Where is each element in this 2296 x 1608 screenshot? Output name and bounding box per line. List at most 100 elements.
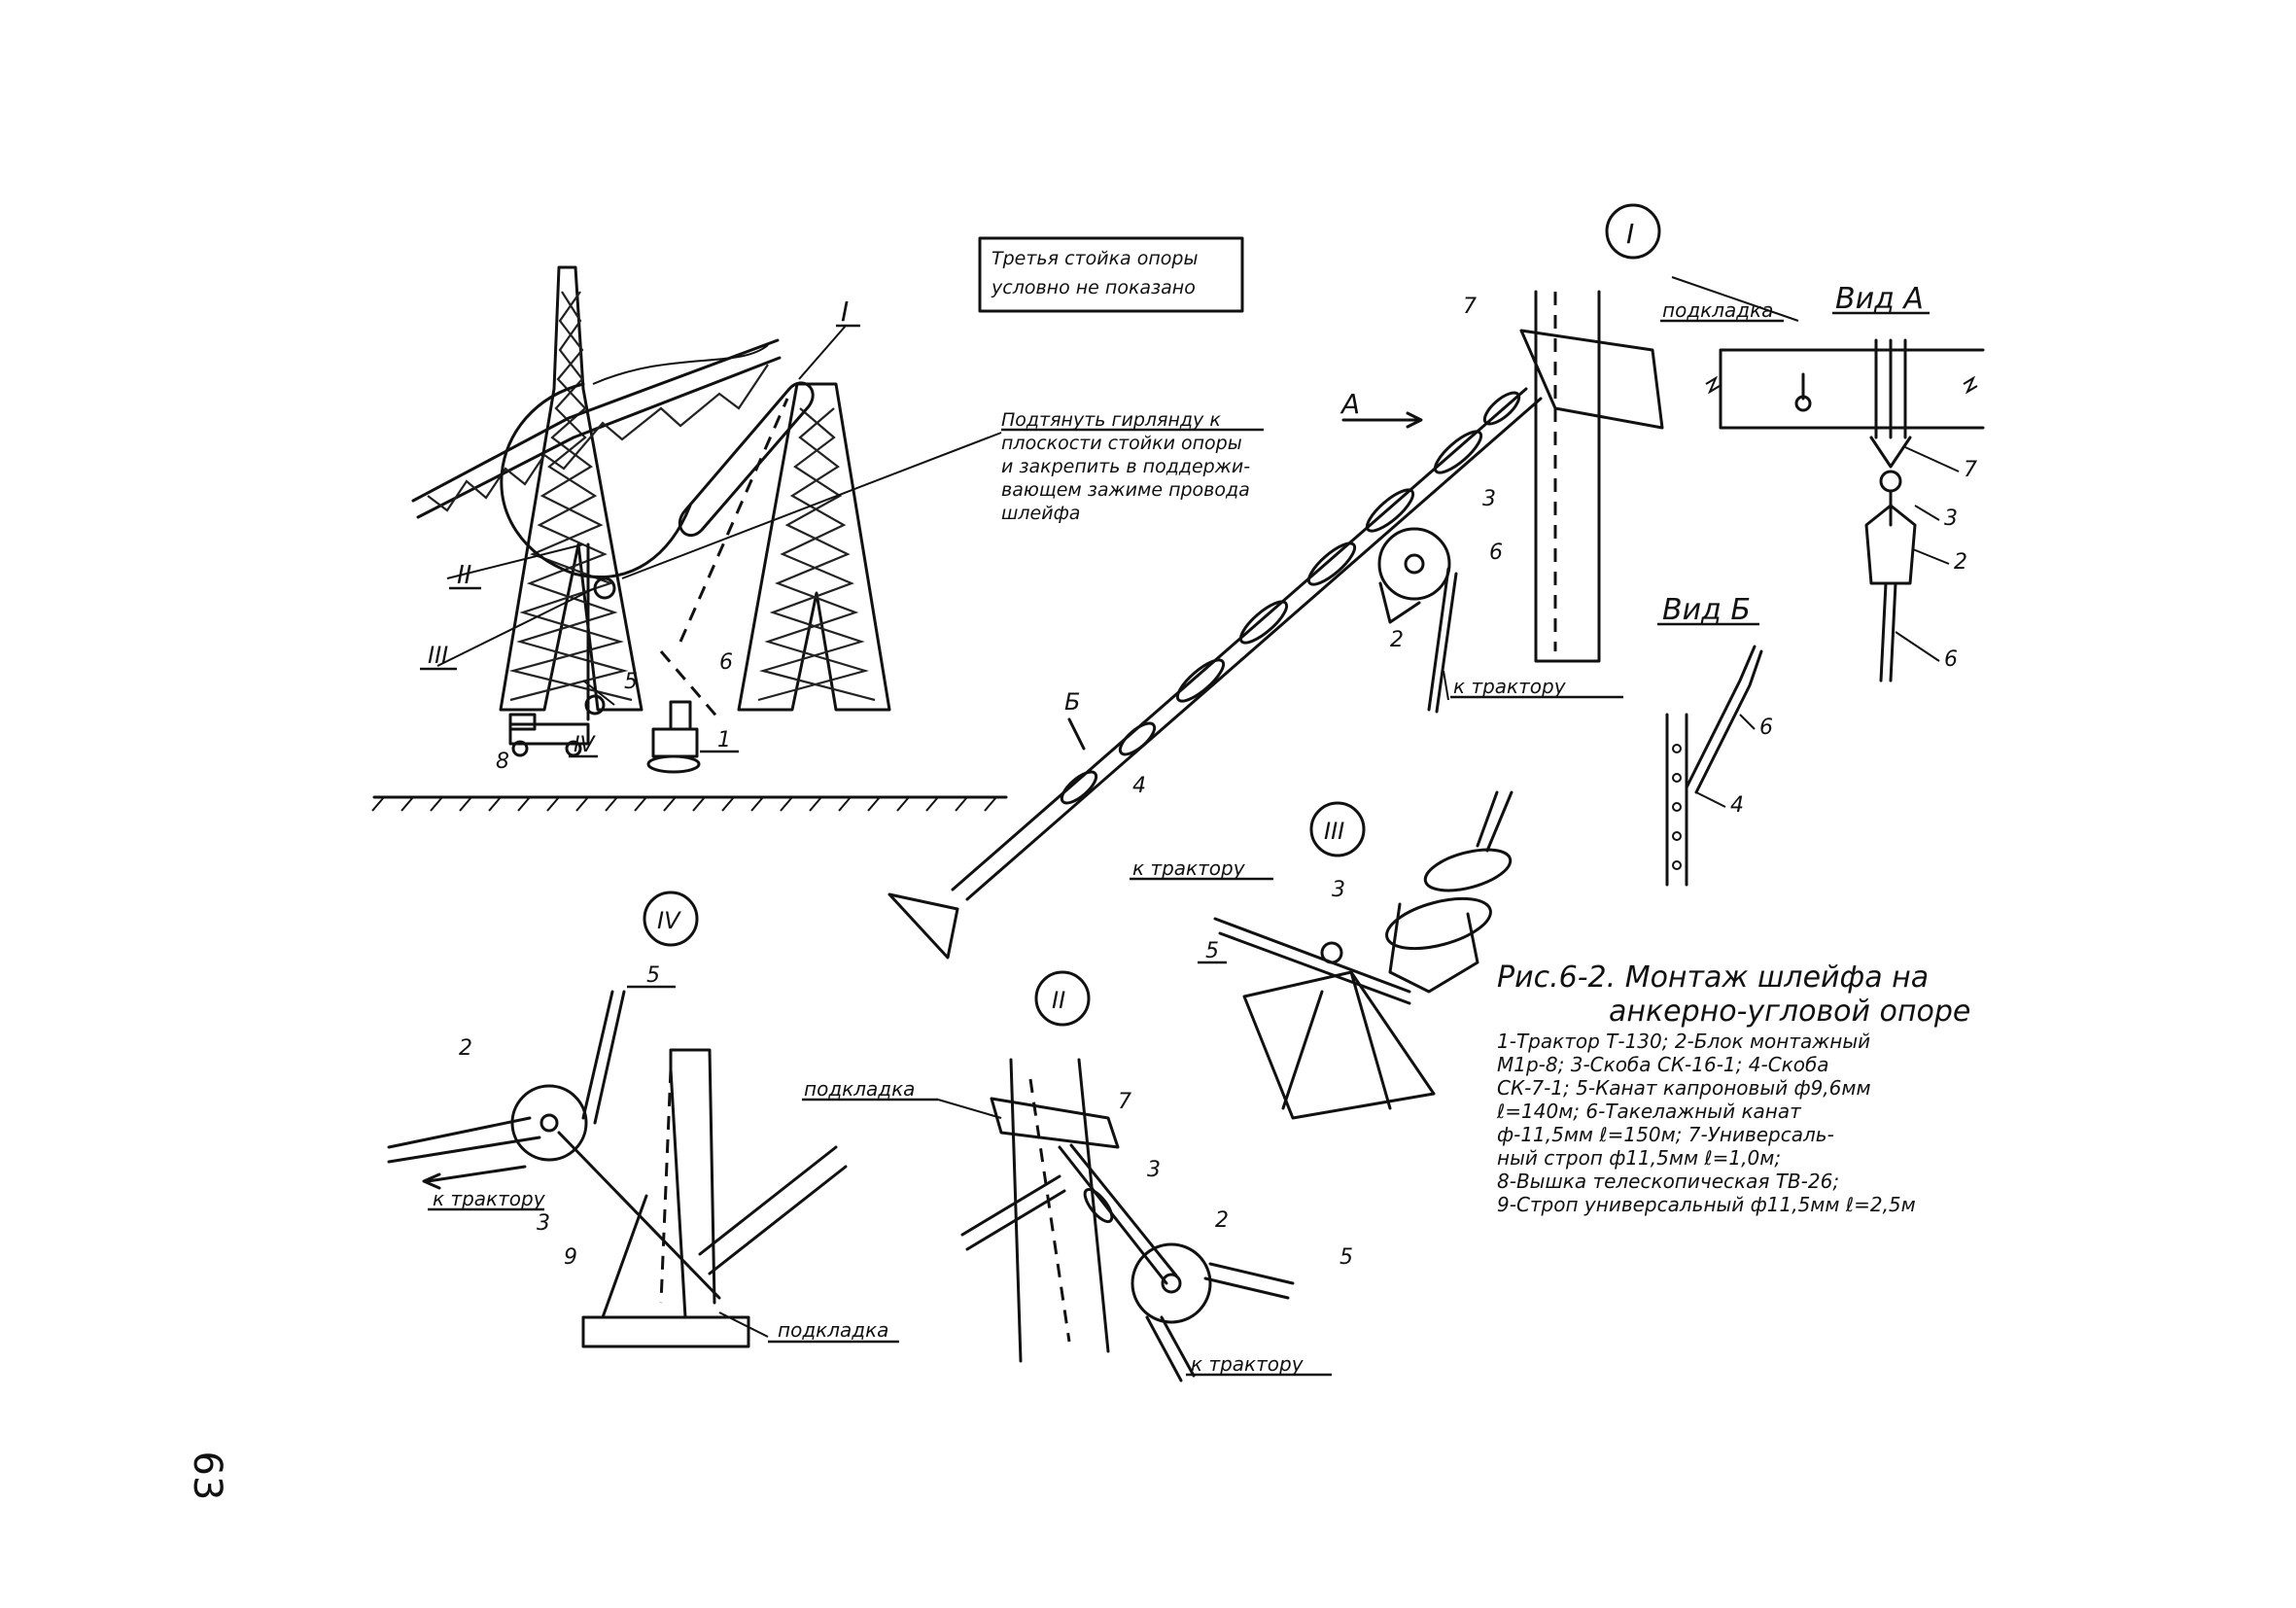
detail-III-circle [1309, 801, 1366, 857]
view-A: Вид А 7 3 2 6 [1705, 282, 1985, 682]
view-B-rope [1685, 645, 1763, 794]
detail-III-disc-2 [1385, 896, 1492, 951]
detail-III-callout-5: 5 [1205, 939, 1219, 963]
detail-III-yoke [1242, 970, 1436, 1120]
caption-legend-2: М1р-8; 3-Скоба СК-16-1; 4-Скоба [1497, 1053, 1829, 1076]
view-B: Вид Б 6 4 [1657, 593, 1773, 887]
instruction-line-3: и закрепить в поддержи- [1001, 456, 1250, 477]
detail-II-rope-tractor [1145, 1315, 1196, 1382]
leader-I [798, 325, 847, 380]
detail-II-callout-3: 3 [1147, 1158, 1161, 1182]
caption-legend-5: ф-11,5мм ℓ=150м; 7-Универсаль- [1497, 1123, 1834, 1146]
block-IV [584, 694, 606, 716]
detail-I-label: I [1626, 218, 1634, 250]
callout-8-tower: 8 [496, 750, 509, 774]
detail-I-circle [1605, 203, 1661, 260]
detail-I-podkladka: подкладка [1662, 298, 1773, 322]
instruction-leader [621, 432, 1002, 579]
note-box: Третья стойка опоры условно не показано [978, 236, 1244, 313]
caption-legend-7: 8-Вышка телескопическая ТВ-26; [1497, 1170, 1839, 1193]
view-A-sling [1874, 338, 1907, 439]
view-A-callout-2: 2 [1954, 550, 1967, 575]
detail-I-rig-links [1060, 391, 1521, 805]
view-B-callout-6: 6 [1759, 716, 1773, 740]
loop-wire-top [592, 344, 769, 385]
detail-I-to-tractor: к трактору [1453, 675, 1567, 698]
detail-II-circle [1034, 970, 1091, 1027]
detail-II-post [1009, 1058, 1110, 1363]
callout-5-tower: 5 [624, 670, 638, 694]
tower-scene [371, 265, 1008, 812]
arrow-B [1067, 717, 1086, 751]
view-A-callout-6: 6 [1944, 647, 1958, 672]
tower-scene-labels: I II III IV 5 6 1 8 [420, 296, 860, 774]
caption-legend-3: СК-7-1; 5-Канат капроновый ф9,6мм [1497, 1076, 1871, 1100]
detail-IV-podkladka: подкладка [778, 1318, 888, 1342]
view-A-beam [1719, 348, 1985, 430]
note-line-2: условно не показано [991, 277, 1196, 298]
label-roman-IV-tower: IV [574, 733, 596, 757]
view-A-insulator [1864, 489, 1917, 585]
detail-IV-label: IV [657, 907, 681, 934]
caption-legend-4: ℓ=140м; 6-Такелажный канат [1496, 1100, 1802, 1123]
detail-III: III к трактору 3 5 [1130, 790, 1513, 1120]
detail-I-callout-4: 4 [1132, 774, 1146, 798]
loop-wire [500, 382, 692, 578]
caption-legend-8: 9-Строп универсальный ф11,5мм ℓ=2,5м [1497, 1193, 1916, 1216]
caption-legend-6: ный строп ф11,5мм ℓ=1,0м; [1497, 1146, 1781, 1170]
detail-I-callout-3: 3 [1482, 487, 1496, 511]
caption-title-line-1: Рис.6-2. Монтаж шлейфа на [1497, 961, 1929, 995]
left-tower-leg [499, 265, 644, 712]
detail-IV-callout-5: 5 [646, 963, 660, 988]
detail-II-bracket [990, 1097, 1120, 1149]
view-A-title: Вид А [1835, 282, 1924, 316]
detail-IV-sling [557, 1131, 721, 1300]
detail-III-to-tractor: к трактору [1132, 856, 1246, 880]
tower-crossarm [411, 338, 782, 519]
detail-II-podkladka: подкладка [804, 1077, 915, 1101]
view-B-post [1665, 713, 1688, 887]
view-A-callout-3: 3 [1944, 507, 1958, 531]
right-tower-leg [737, 382, 891, 712]
instruction-line-2: плоскости стойки опоры [1001, 433, 1242, 454]
detail-I-bracket [1519, 329, 1664, 430]
label-roman-I-tower: I [841, 296, 849, 328]
detail-III-disc-1 [1423, 848, 1513, 892]
detail-IV-callout-2: 2 [459, 1036, 472, 1061]
view-B-callout-4: 4 [1730, 793, 1744, 818]
detail-IV-to-tractor: к трактору [433, 1187, 546, 1210]
telescopic-truck-icon [508, 713, 590, 757]
instruction-line-5: шлейфа [1001, 503, 1080, 524]
rope-dashed [678, 398, 789, 643]
arrow-A-label: А [1339, 388, 1360, 420]
detail-I-rope-to-tractor [1427, 567, 1450, 712]
arrow-B-label: Б [1064, 688, 1080, 716]
detail-IV-callout-3: 3 [537, 1211, 550, 1236]
detail-III-label: III [1324, 818, 1344, 845]
caption-legend-1: 1-Трактор Т-130; 2-Блок монтажный [1497, 1030, 1870, 1053]
detail-II-callout-7: 7 [1118, 1090, 1131, 1114]
detail-II-block [1131, 1242, 1212, 1324]
detail-IV-callout-9: 9 [564, 1245, 577, 1270]
detail-I-end-cap [887, 892, 959, 960]
rope-dashed-low [659, 650, 721, 720]
detail-IV-rope [387, 1116, 541, 1164]
detail-IV-circle [643, 891, 699, 947]
page-number: 63 [185, 1451, 229, 1501]
callout-1-tower: 1 [717, 728, 731, 752]
detail-II-callout-5: 5 [1339, 1245, 1353, 1270]
detail-III-rope [1213, 917, 1411, 1005]
tractor-icon [646, 700, 701, 774]
detail-I: I А [887, 203, 1799, 960]
label-roman-III-tower: III [428, 642, 448, 669]
caption-title-line-2: анкерно-угловой опоре [1609, 995, 1970, 1029]
insulator-string [678, 381, 815, 537]
detail-I-callout-6: 6 [1489, 541, 1503, 565]
detail-II-label: II [1052, 987, 1065, 1014]
detail-II: II подкладка 7 3 2 5 к трактору [802, 970, 1353, 1382]
detail-I-post [1534, 290, 1601, 663]
leader-III [436, 587, 596, 667]
instruction-line-4: вающем зажиме провода [1001, 479, 1250, 501]
detail-I-rig-b [965, 397, 1543, 901]
